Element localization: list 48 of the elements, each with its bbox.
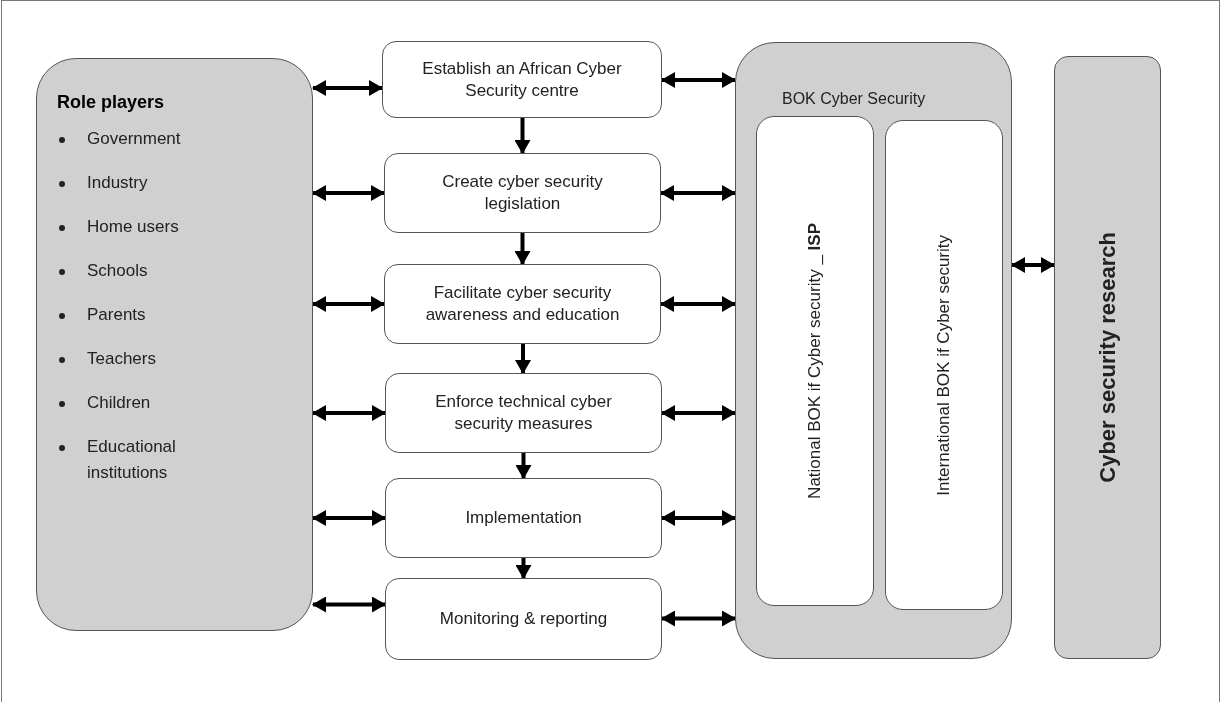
process-box	[385, 373, 662, 453]
arrow	[1011, 257, 1055, 273]
panel-heading: Role players	[57, 91, 165, 114]
research-box	[1054, 56, 1161, 659]
process-box	[382, 41, 662, 118]
process-label: Create cyber security legislation	[441, 171, 604, 215]
vertical-label: International BOK if Cyber security	[933, 234, 955, 496]
list-item: Educational institutions	[87, 436, 177, 484]
list-item: Government	[87, 128, 182, 150]
process-box	[385, 478, 662, 558]
arrow	[661, 405, 736, 421]
arrow	[515, 558, 532, 579]
process-label: Monitoring & reporting	[439, 608, 608, 630]
process-box	[384, 153, 661, 233]
container-heading: BOK Cyber Security	[782, 89, 926, 109]
process-label: Implementation	[465, 507, 582, 529]
arrow	[312, 296, 385, 312]
arrow	[660, 296, 736, 312]
list-item: Home users	[87, 216, 180, 238]
arrow	[515, 344, 531, 374]
arrow	[661, 72, 736, 88]
list-item: Schools	[87, 260, 149, 282]
list-item: Children	[87, 392, 152, 414]
arrow	[515, 453, 532, 479]
process-label: Facilitate cyber security awareness and education	[424, 282, 621, 326]
list-item: Parents	[87, 304, 147, 326]
arrow	[514, 118, 531, 154]
arrow	[661, 610, 736, 627]
arrow	[514, 233, 531, 265]
vertical-label: Cyber security research	[1094, 232, 1121, 483]
role-players-panel	[36, 58, 313, 631]
bok-box	[885, 120, 1003, 610]
list-item: Teachers	[87, 348, 157, 370]
arrow	[312, 405, 386, 421]
arrow	[312, 510, 386, 526]
arrow	[661, 510, 736, 526]
vertical-label: National BOK if Cyber security _ ISP	[804, 223, 826, 499]
process-label: Enforce technical cyber security measures	[434, 391, 613, 435]
arrow	[312, 185, 385, 201]
process-box	[385, 578, 662, 660]
bok-container	[735, 42, 1012, 659]
bok-box	[756, 116, 874, 606]
process-label: Establish an African Cyber Security centre	[421, 57, 623, 102]
arrow	[312, 80, 383, 96]
list-item: Industry	[87, 172, 149, 194]
process-box	[384, 264, 661, 344]
arrow	[660, 185, 736, 201]
arrow	[312, 596, 386, 613]
